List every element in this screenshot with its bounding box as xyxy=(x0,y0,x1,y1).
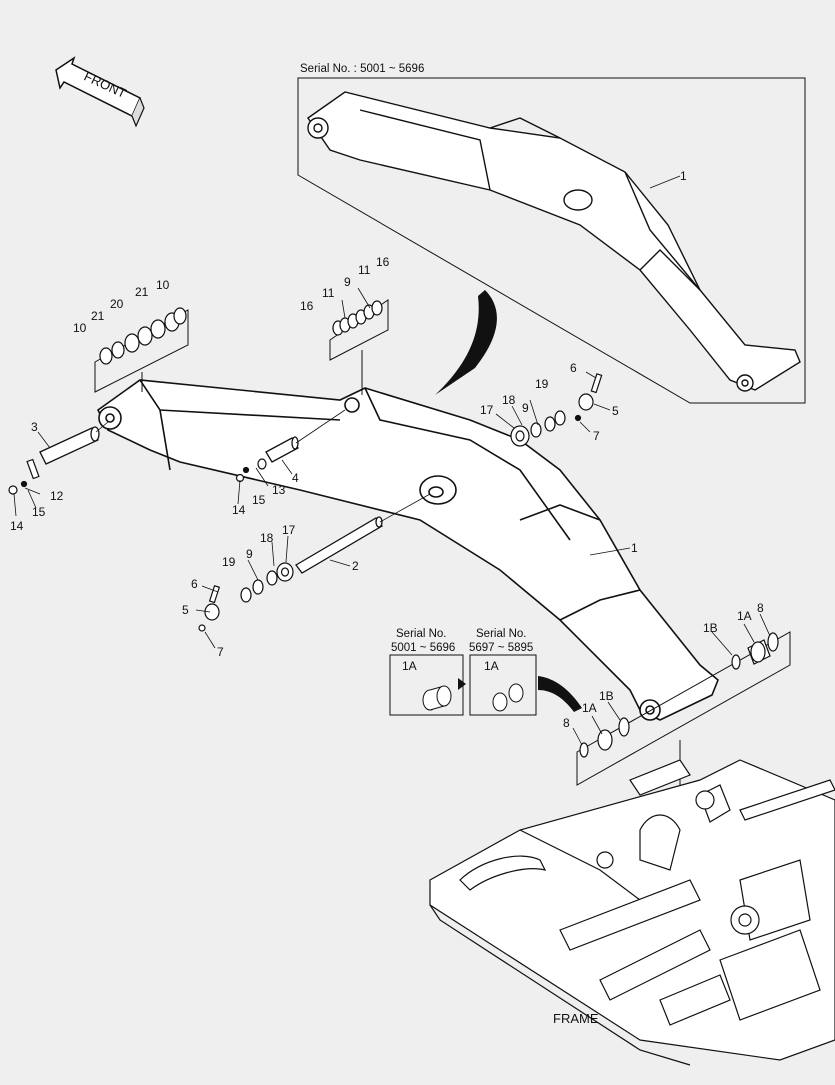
shim-group-upper-mid xyxy=(332,300,383,336)
variant-1-serial-line2: 5001 ~ 5696 xyxy=(391,642,455,654)
callout-17b: 17 xyxy=(282,523,296,537)
callout-inset-1: 1 xyxy=(680,169,687,183)
callout-15b: 15 xyxy=(252,493,266,507)
callout-1b-left: 1B xyxy=(599,689,614,703)
frame xyxy=(429,759,835,1066)
inset-serial-label: Serial No. : 5001 ~ 5696 xyxy=(300,63,424,75)
hardware-right xyxy=(510,373,603,447)
callout-13: 13 xyxy=(272,483,286,497)
pin-3 xyxy=(39,426,100,465)
variant-1-part: 1A xyxy=(402,659,417,673)
callout-8a: 8 xyxy=(757,601,764,615)
callout-14a: 14 xyxy=(10,519,24,533)
callout-1a-right: 1A xyxy=(737,609,752,623)
callout-10a: 10 xyxy=(73,321,87,335)
callout-18a: 18 xyxy=(502,393,516,407)
callout-9c: 9 xyxy=(344,275,351,289)
pin-2 xyxy=(295,516,383,574)
callout-19a: 19 xyxy=(535,377,549,391)
callout-16b: 16 xyxy=(376,255,390,269)
callout-1a-left: 1A xyxy=(582,701,597,715)
variant-2-serial-line2: 5697 ~ 5895 xyxy=(469,642,533,654)
inset-panel: Serial No. : 5001 ~ 5696 1 xyxy=(297,63,806,404)
bushing-group-left xyxy=(579,717,630,758)
callout-17a: 17 xyxy=(480,403,494,417)
frame-label: FRAME xyxy=(553,1011,599,1026)
callout-18b: 18 xyxy=(260,531,274,545)
callout-21a: 21 xyxy=(91,309,105,323)
callout-10b: 10 xyxy=(156,278,170,292)
bushing-group-right xyxy=(731,632,779,670)
callout-11b: 11 xyxy=(358,263,371,277)
callout-6a: 6 xyxy=(570,361,577,375)
inset-pointer-arrow xyxy=(435,290,497,395)
callout-12: 12 xyxy=(50,489,64,503)
inset-boom xyxy=(307,91,801,392)
variant-arrow-icon xyxy=(458,678,466,690)
callout-7b: 7 xyxy=(217,645,224,659)
callout-2: 2 xyxy=(352,559,359,573)
callout-15a: 15 xyxy=(32,505,46,519)
variant-box-1: Serial No. 5001 ~ 5696 1A xyxy=(389,628,464,716)
callout-5b: 5 xyxy=(182,603,189,617)
callout-16a: 16 xyxy=(300,299,314,313)
front-arrow-icon: FRONT xyxy=(55,56,145,128)
callout-6b: 6 xyxy=(191,577,198,591)
callout-9b: 9 xyxy=(246,547,253,561)
hardware-lower-left xyxy=(198,562,294,632)
callout-19b: 19 xyxy=(222,555,236,569)
callout-5a: 5 xyxy=(612,404,619,418)
variant-2-serial-line1: Serial No. xyxy=(476,628,527,640)
variant-1-serial-line1: Serial No. xyxy=(396,628,447,640)
variant-2-part: 1A xyxy=(484,659,499,673)
callout-1: 1 xyxy=(631,541,638,555)
callout-4: 4 xyxy=(292,471,299,485)
shim-group-left xyxy=(99,307,187,365)
callout-7a: 7 xyxy=(593,429,600,443)
callout-8b: 8 xyxy=(563,716,570,730)
callout-1b-right: 1B xyxy=(703,621,718,635)
callout-11a: 11 xyxy=(322,286,335,300)
variant-box-2: Serial No. 5697 ~ 5895 1A xyxy=(469,628,537,716)
callout-3: 3 xyxy=(31,420,38,434)
callout-labels: 1 2 3 4 5 5 6 6 7 7 8 8 9 9 9 10 10 11 1… xyxy=(10,255,764,730)
main-boom xyxy=(96,379,719,721)
callout-21b: 21 xyxy=(135,285,149,299)
pin-4 xyxy=(265,436,299,463)
callout-14b: 14 xyxy=(232,503,246,517)
callout-20: 20 xyxy=(110,297,124,311)
variant-pointer-arrow xyxy=(538,676,582,712)
callout-9a: 9 xyxy=(522,401,529,415)
callout-leaders xyxy=(13,287,771,746)
